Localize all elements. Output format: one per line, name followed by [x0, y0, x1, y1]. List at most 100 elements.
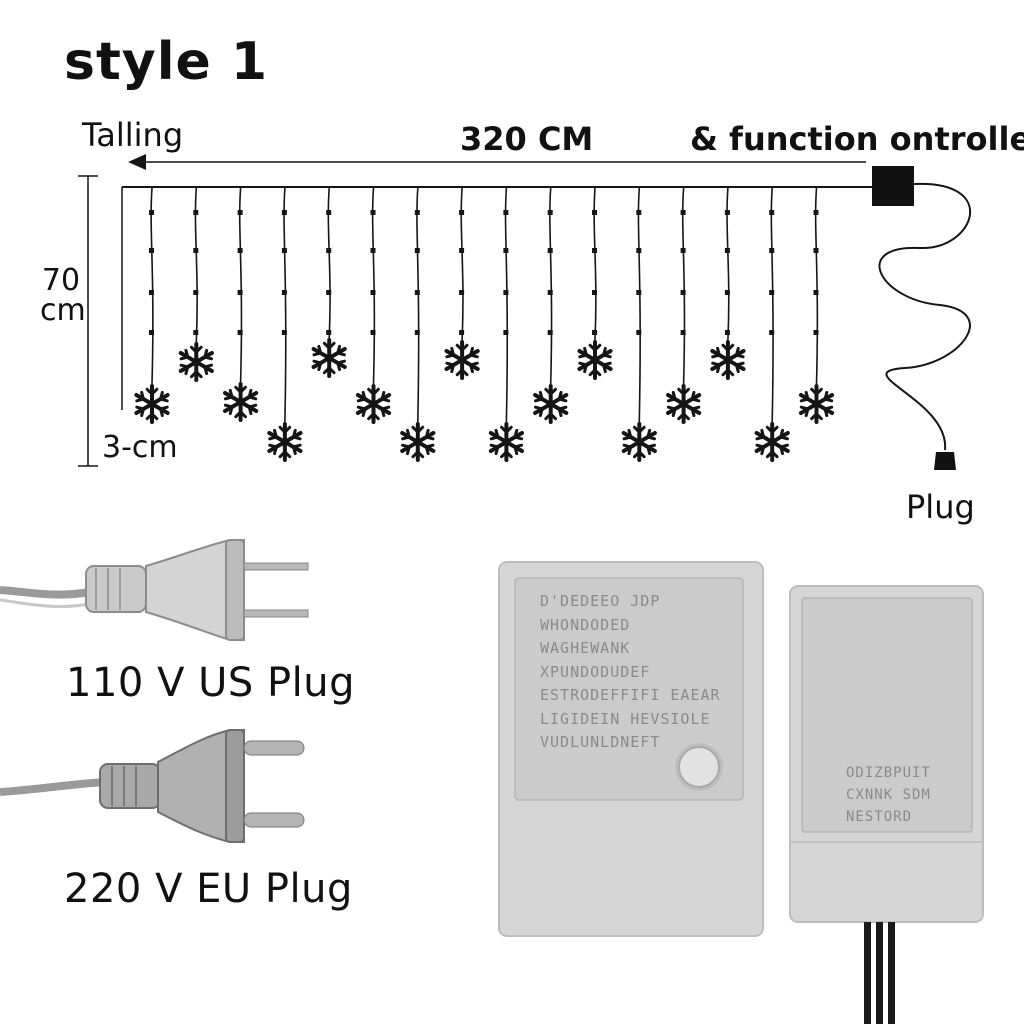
led-bead: [281, 248, 287, 253]
led-bead: [370, 210, 376, 215]
led-bead: [680, 248, 686, 253]
led-bead: [414, 290, 420, 295]
strand-wire: [637, 187, 641, 423]
led-bead: [724, 330, 730, 335]
led-bead: [769, 210, 775, 215]
led-bead: [193, 290, 199, 295]
led-bead: [237, 290, 243, 295]
strands-group: [134, 187, 835, 462]
led-bead: [813, 330, 819, 335]
led-bead: [636, 290, 642, 295]
led-bead: [813, 290, 819, 295]
led-bead: [769, 248, 775, 253]
led-bead: [503, 248, 509, 253]
led-bead: [547, 330, 553, 335]
led-bead: [592, 290, 597, 295]
strand-wire: [283, 187, 287, 423]
strand-wire: [371, 187, 376, 385]
snowflake-icon: [621, 422, 657, 462]
strand-wire: [681, 187, 686, 385]
strand-wire: [150, 187, 154, 385]
led-bead: [813, 248, 819, 253]
snowflake-icon: [311, 338, 347, 378]
led-bead: [237, 248, 243, 253]
snowflake-icon: [444, 340, 480, 380]
strand-wire: [416, 187, 420, 423]
led-bead: [237, 210, 243, 215]
height-label-value: 70: [41, 263, 81, 298]
snowflake-icon: [134, 384, 170, 424]
led-bead: [149, 330, 154, 335]
led-bead: [414, 248, 420, 253]
small-controller-icon: [789, 585, 984, 1024]
led-bead: [326, 330, 332, 335]
led-bead: [636, 248, 642, 253]
length-label: 320 CM: [460, 120, 594, 158]
length-arrow-head: [128, 154, 146, 170]
led-bead: [503, 290, 509, 295]
led-bead: [237, 330, 243, 335]
led-bead: [414, 210, 420, 215]
controller-mode-button: [678, 746, 720, 788]
controller-text-line: ODIZBPUIT: [846, 765, 931, 781]
strand-wire: [460, 187, 464, 341]
talling-label: Talling: [82, 116, 184, 154]
height-label-unit: cm: [40, 293, 86, 328]
height-label: 70 cm: [40, 263, 86, 328]
large-controller-icon: [498, 561, 764, 937]
eu-plug-icon: [0, 729, 305, 843]
led-bead: [503, 330, 509, 335]
large-controller-text: D'DEDEEO JDP WHONDODED WAGHEWANK XPUNDODUDE…: [540, 590, 721, 755]
strand-wire: [549, 187, 553, 385]
plug-label: Plug: [906, 488, 975, 526]
snowflake-icon: [754, 422, 790, 462]
led-bead: [281, 330, 287, 335]
led-bead: [547, 290, 553, 295]
controller-text-line: ESTRODEFFIFI EAEAR: [540, 686, 721, 704]
led-bead: [636, 330, 642, 335]
us-plug-label: 110 V US Plug: [66, 660, 355, 706]
strand-wire: [593, 187, 597, 341]
plug-end-icon: [934, 452, 956, 470]
led-bead: [592, 248, 597, 253]
snowflake-icon: [178, 342, 214, 382]
snowflake-icon: [798, 384, 835, 424]
controller-label: & function ontroller: [690, 120, 1024, 158]
controller-text-line: LIGIDEIN HEVSIOLE: [540, 709, 711, 728]
controller-text-line: D'DEDEEO JDP: [540, 592, 661, 610]
strand-wire: [504, 187, 509, 423]
power-cord: [878, 182, 972, 451]
controller-text-line: XPUNDODUDEF: [540, 662, 651, 681]
strand-wire: [814, 187, 819, 385]
led-bead: [149, 290, 154, 295]
page-title: style 1: [64, 32, 269, 92]
led-bead: [724, 210, 730, 215]
controller-text-line: VUDLUNLDNEFT: [540, 733, 661, 751]
led-bead: [370, 330, 376, 335]
eu-plug-label: 220 V EU Plug: [64, 866, 353, 912]
led-bead: [193, 330, 199, 335]
led-bead: [769, 290, 775, 295]
snowflake-icon: [577, 340, 613, 380]
led-bead: [503, 210, 509, 215]
led-bead: [414, 330, 420, 335]
led-bead: [326, 290, 332, 295]
led-bead: [459, 210, 465, 215]
led-bead: [813, 210, 819, 215]
led-bead: [680, 330, 686, 335]
led-bead: [459, 330, 465, 335]
led-bead: [592, 330, 597, 335]
led-bead: [149, 248, 154, 253]
controller-text-line: WHONDODED: [540, 615, 631, 634]
strand-wire: [238, 187, 243, 383]
led-bead: [370, 290, 376, 295]
snowflake-icon: [666, 384, 702, 424]
gap-label: 3-cm: [102, 430, 178, 465]
controller-text-line: WAGHEWANK: [540, 639, 631, 657]
led-bead: [459, 290, 465, 295]
led-bead: [459, 248, 465, 253]
strand-wire: [327, 187, 331, 339]
snowflake-icon: [355, 384, 392, 424]
led-bead: [326, 248, 332, 253]
snowflake-icon: [710, 340, 746, 380]
